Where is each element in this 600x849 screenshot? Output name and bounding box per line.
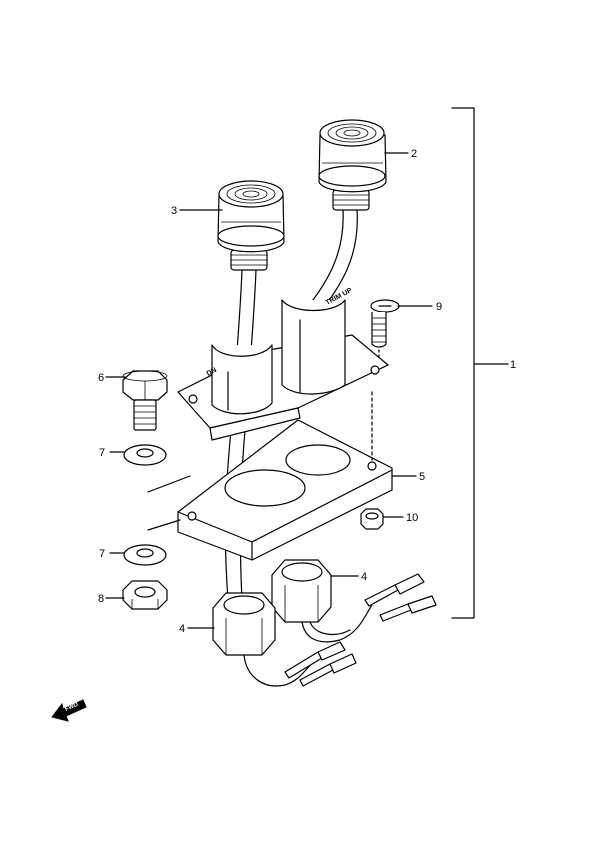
callout-7-upper: 7 <box>99 447 105 459</box>
washer-7-upper <box>123 444 167 466</box>
nut-4-right <box>271 559 332 623</box>
callout-1: 1 <box>510 359 516 371</box>
plate-5 <box>147 391 393 561</box>
assembly-bracket <box>451 107 509 619</box>
callout-3: 3 <box>171 205 177 217</box>
nut-4-left <box>212 592 276 656</box>
fwd-arrow-icon: FWD <box>51 699 87 722</box>
leader-lines <box>105 152 433 629</box>
callout-6: 6 <box>98 372 104 384</box>
screw-9 <box>370 299 400 361</box>
callout-10: 10 <box>406 512 418 524</box>
callout-4-left: 4 <box>179 623 185 635</box>
fwd-label: FWD <box>64 702 80 713</box>
callout-2: 2 <box>411 148 417 160</box>
bolt-6 <box>122 370 168 431</box>
dn-mark: DN <box>206 367 218 378</box>
nut-10 <box>360 508 384 530</box>
callout-7-lower: 7 <box>99 548 105 560</box>
callout-5: 5 <box>419 471 425 483</box>
callout-4-right: 4 <box>361 571 367 583</box>
nut-8 <box>122 580 168 610</box>
lead-wires <box>243 573 437 687</box>
holder-bracket: DN TRIM UP <box>177 287 389 441</box>
callout-9: 9 <box>436 301 442 313</box>
switch-2 <box>287 119 387 401</box>
callout-8: 8 <box>98 593 104 605</box>
washer-7-lower <box>123 544 167 566</box>
